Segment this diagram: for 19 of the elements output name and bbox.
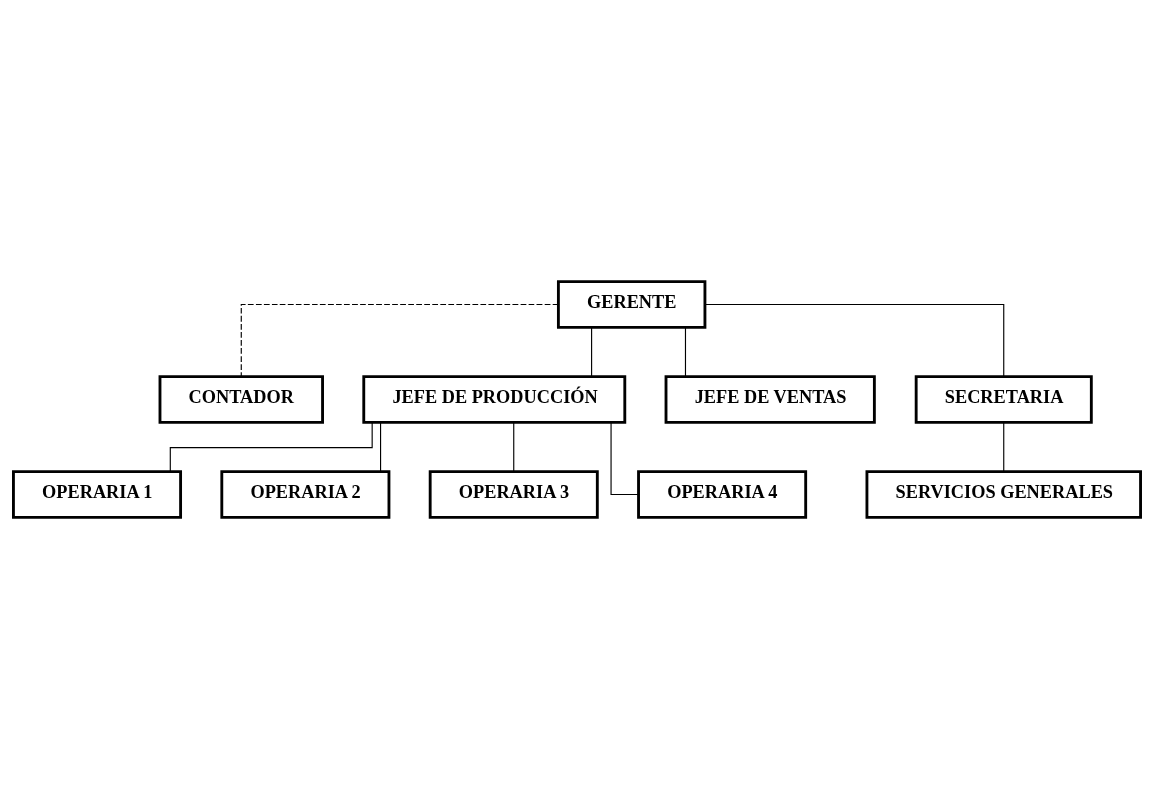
node-box: CONTADOR [158,374,324,424]
connector [684,326,687,377]
connector [513,421,515,472]
connector [380,421,382,472]
node-box: OPERARIA 2 [220,469,391,519]
node-box: OPERARIA 3 [428,469,599,519]
node-box: SERVICIOS GENERALES [865,469,1142,519]
connector [704,303,1005,377]
connector [591,326,593,377]
connector [1003,421,1005,472]
connector [169,421,373,472]
node-box: JEFE DE PRODUCCIÓN [362,374,627,424]
node-box: SECRETARIA [914,374,1093,424]
node-box: JEFE DE VENTAS [664,374,876,424]
node-box: GERENTE [556,279,707,329]
connector [240,303,559,377]
connector [610,421,640,495]
node-box: OPERARIA 4 [637,469,808,519]
node-box: OPERARIA 1 [12,469,182,519]
